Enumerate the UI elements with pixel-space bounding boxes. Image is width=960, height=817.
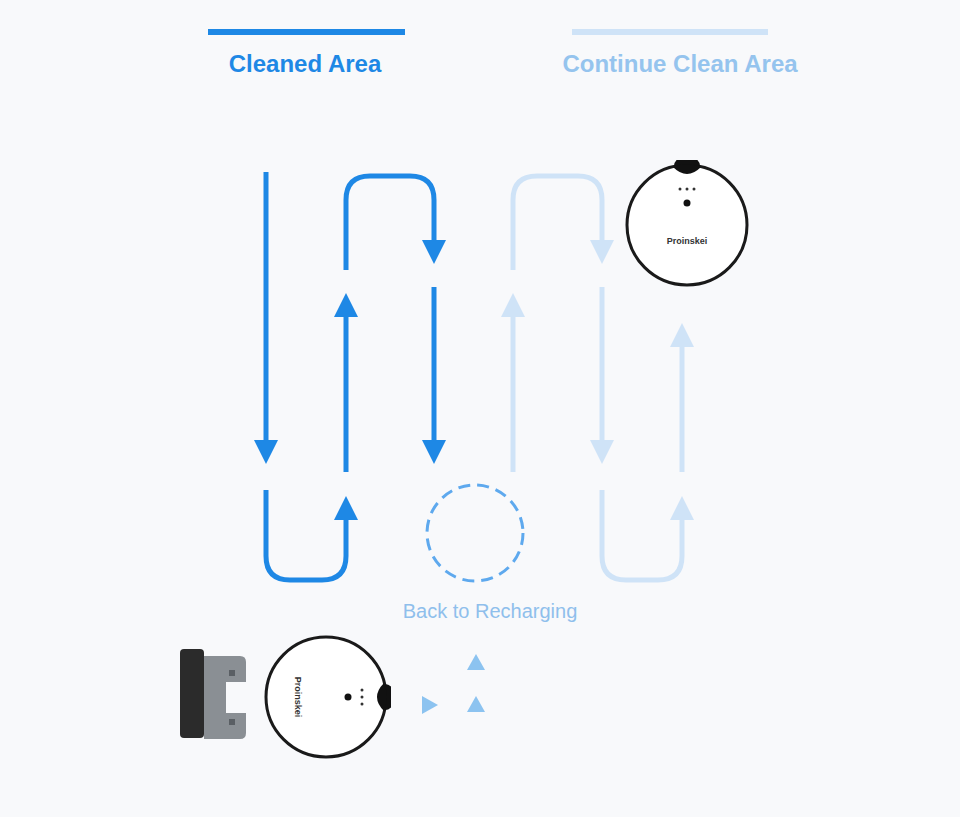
brand-label: Proinskei [667,236,708,246]
motion-triangles [422,654,485,714]
robot-vacuum: Proinskei [261,632,391,762]
legend-swatch [572,29,768,35]
legend-label: Cleaned Area [229,50,382,78]
robot-vacuum: Proinskei [622,160,752,290]
legend-label: Continue Clean Area [562,50,797,78]
path-label: Back to Recharging [403,600,578,623]
robot-body [261,632,391,762]
brand-label: Proinskei [293,677,303,718]
return-point [427,485,523,581]
robot-body [622,160,752,290]
charging-dock [180,649,246,739]
cleaned-path [266,172,434,580]
legend-swatch [208,29,405,35]
